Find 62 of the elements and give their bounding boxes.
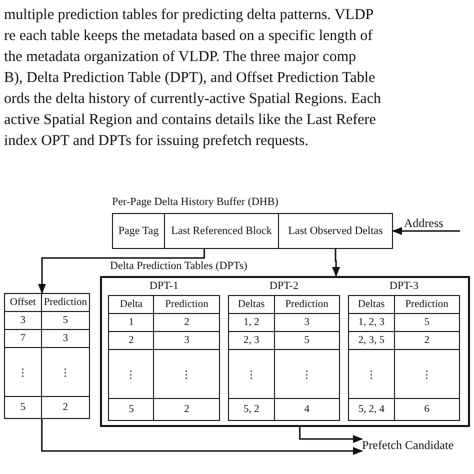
table-cell: 3 [4, 312, 42, 330]
table-cell: Prediction [394, 296, 460, 314]
table-cell: 2, 3, 5 [348, 332, 394, 350]
table-cell: 1 [108, 314, 154, 332]
table-cell: 5 [41, 312, 90, 330]
table-cell: 5 [394, 314, 460, 332]
table-cell: Prediction [274, 296, 340, 314]
text-label: Address [404, 215, 460, 231]
table-cell: ⋮ [274, 350, 340, 398]
table-title: DPT-2 [268, 280, 300, 292]
paragraph-line: ords the delta history of currently-active Spatial Regions. Each [4, 90, 381, 108]
paragraph-line: multiple prediction tables for predicting delta patterns. VLDP [4, 6, 374, 24]
table-title: Per-Page Delta History Buffer (DHB) [112, 196, 278, 208]
arrow [38, 249, 205, 294]
text-label: Prefetch Candidate [362, 432, 466, 458]
table-title: DPT-3 [388, 280, 420, 292]
table-cell: 6 [394, 398, 460, 420]
table-cell: Deltas [228, 296, 274, 314]
arrow [41, 419, 363, 455]
paragraph-line: re each table keeps the metadata based on a specific length of [4, 27, 373, 45]
paragraph-line: index OPT and DPTs for issuing prefetch requests. [4, 132, 308, 150]
table-cell: Delta [108, 296, 154, 314]
table-cell: 2 [41, 396, 90, 418]
table-cell: 3 [274, 314, 340, 332]
table-cell: 1, 2 [228, 314, 274, 332]
table-cell: ⋮ [4, 348, 42, 396]
group-title: Delta Prediction Tables (DPTs) [110, 260, 248, 272]
table-cell: 3 [41, 330, 90, 348]
table-cell: 5, 2, 4 [348, 398, 394, 420]
table-cell: 2 [108, 332, 154, 350]
table-cell: 2 [394, 332, 460, 350]
table-cell: 4 [274, 398, 340, 420]
table-cell: ⋮ [228, 350, 274, 398]
table-cell: 2 [154, 398, 220, 420]
table-cell: 5 [4, 396, 42, 418]
table-cell: ⋮ [394, 350, 460, 398]
table-cell: ⋮ [348, 350, 394, 398]
arrow [332, 249, 340, 277]
table-cell: Last Referenced Block [164, 213, 279, 249]
arrow [392, 227, 460, 235]
paragraph-line: B), Delta Prediction Table (DPT), and Offset Prediction Table [4, 69, 376, 87]
table-cell: ⋮ [41, 348, 90, 396]
table-cell: Deltas [348, 296, 394, 314]
table-cell: Prediction [41, 294, 90, 312]
table-cell: Page Tag [112, 213, 165, 249]
table-cell: 5, 2 [228, 398, 274, 420]
arrow [299, 427, 363, 444]
paragraph-line: the metadata organization of VLDP. The three major comp [4, 48, 356, 66]
table-cell: 7 [4, 330, 42, 348]
table-cell: 5 [274, 332, 340, 350]
table-cell: 2 [154, 314, 220, 332]
table-title: DPT-1 [148, 280, 180, 292]
table-cell: ⋮ [154, 350, 220, 398]
paragraph-line: active Spatial Region and contains details like the Last Refere [4, 111, 376, 129]
table-cell: 3 [154, 332, 220, 350]
table-cell: Last Observed Deltas [278, 213, 393, 249]
table-cell: ⋮ [108, 350, 154, 398]
table-cell: 2, 3 [228, 332, 274, 350]
table-cell: Prediction [154, 296, 220, 314]
table-cell: 5 [108, 398, 154, 420]
table-cell: Offset [4, 294, 42, 312]
table-cell: 1, 2, 3 [348, 314, 394, 332]
